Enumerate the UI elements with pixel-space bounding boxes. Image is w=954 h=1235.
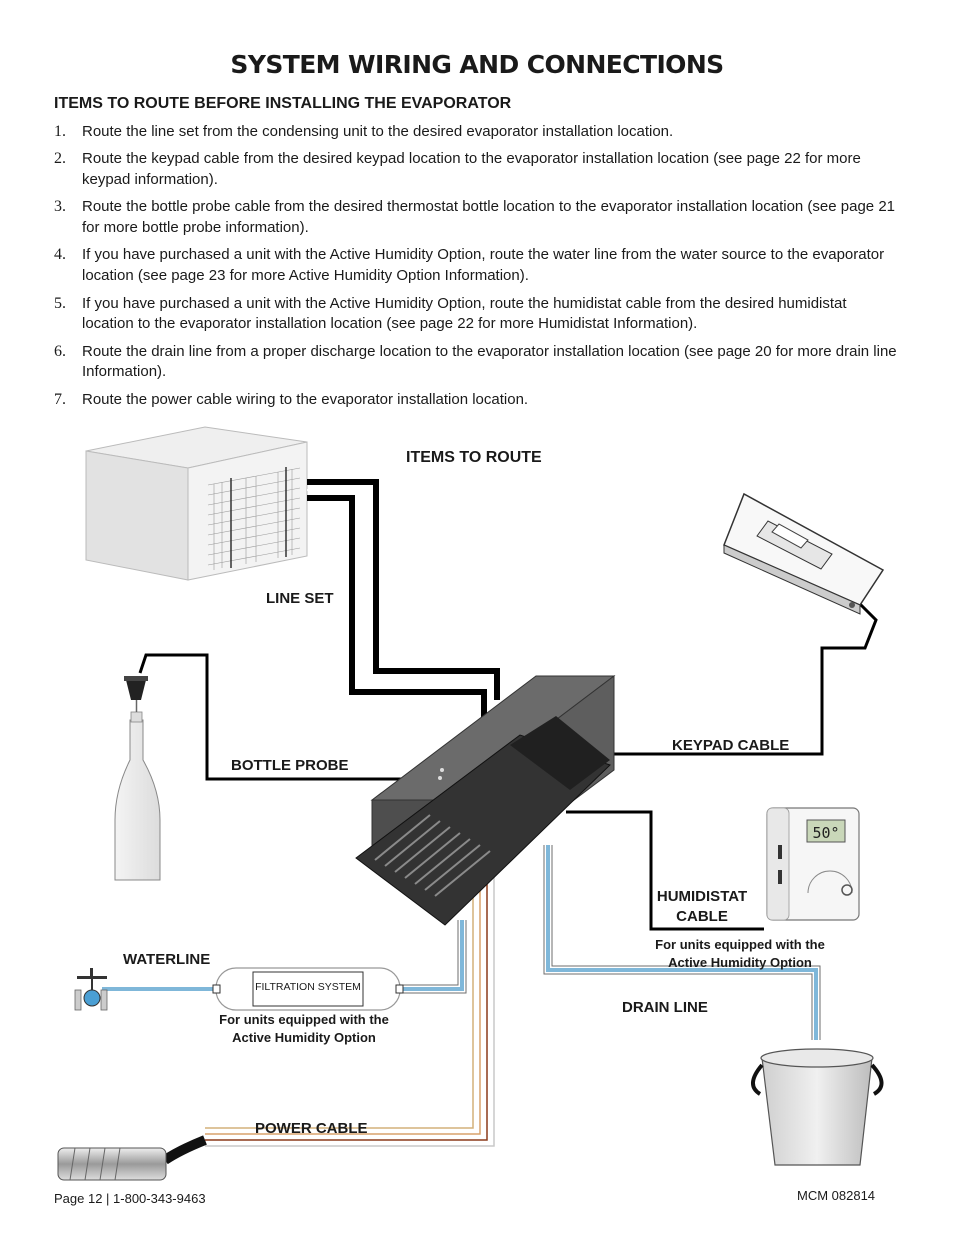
diagram-title: ITEMS TO ROUTE: [406, 449, 542, 466]
list-item: 7. Route the power cable wiring to the ev…: [54, 390, 900, 411]
list-item: 5. If you have purchased a unit with the …: [54, 294, 900, 336]
humidity-note-left-line2: Active Humidity Option: [232, 1030, 376, 1045]
power-cable-label: POWER CABLE: [255, 1120, 368, 1137]
footer-document-code: MCM 082814: [797, 1188, 876, 1203]
step-text: Route the power cable wiring to the evap…: [82, 390, 529, 408]
step-number: 2.: [54, 150, 66, 168]
instruction-list: 1. Route the line set from the condensing…: [54, 122, 900, 417]
list-item: 1. Route the line set from the condensing…: [54, 122, 900, 143]
humidity-note-right-line2: Active Humidity Option: [668, 955, 812, 970]
humidistat-cable: [566, 810, 764, 931]
drain-line-label: DRAIN LINE: [622, 999, 708, 1016]
step-text: Route the bottle probe cable from the de…: [82, 198, 896, 237]
humidistat-label-line2: CABLE: [676, 908, 728, 925]
step-text: If you have purchased a unit with the Ac…: [82, 246, 885, 285]
condensing-unit: [85, 426, 308, 581]
humidity-note-left-line1: For units equipped with the: [219, 1012, 389, 1027]
wine-bottle: [114, 676, 161, 881]
filtration-label: FILTRATION SYSTEM: [255, 981, 361, 993]
power-cable-wires: [205, 872, 495, 1147]
footer-page-info: Page 12 | 1-800-343-9463: [54, 1191, 206, 1206]
section-heading: ITEMS TO ROUTE BEFORE INSTALLING THE EVA…: [54, 95, 512, 112]
step-text: Route the keypad cable from the desired …: [82, 150, 861, 189]
step-number: 3.: [54, 198, 66, 216]
keypad-cable: [541, 602, 878, 756]
step-text: If you have purchased a unit with the Ac…: [82, 294, 847, 333]
humidistat-label-line1: HUMIDISTAT: [657, 888, 747, 905]
bottle-probe-label: BOTTLE PROBE: [231, 757, 349, 774]
step-text: Route the drain line from a proper disch…: [82, 342, 897, 381]
step-number: 1.: [54, 123, 66, 140]
power-plug: [57, 1135, 207, 1181]
step-number: 7.: [54, 390, 66, 408]
line-set: [307, 479, 500, 720]
waterline-label: WATERLINE: [123, 951, 210, 968]
step-number: 6.: [54, 342, 66, 360]
bottle-probe-cable: [138, 653, 418, 781]
humidity-note-right-line1: For units equipped with the: [655, 937, 825, 952]
page-title: SYSTEM WIRING AND CONNECTIONS: [230, 50, 724, 79]
drain-bucket: [751, 1048, 884, 1166]
list-item: 3. Route the bottle probe cable from the …: [54, 197, 900, 239]
humidistat-display: 50°: [812, 824, 839, 842]
line-set-label: LINE SET: [266, 590, 334, 607]
keypad: [723, 492, 885, 615]
list-item: 6. Route the drain line from a proper dis…: [54, 342, 900, 384]
step-number: 4.: [54, 246, 66, 264]
step-text: Route the line set from the condensing u…: [82, 123, 674, 140]
step-number: 5.: [54, 294, 66, 312]
evaporator-unit: [355, 674, 616, 926]
water-line: [102, 845, 818, 1040]
humidistat: 50°: [766, 807, 860, 921]
faucet: [74, 968, 108, 1011]
list-item: 2. Route the keypad cable from the desire…: [54, 149, 900, 191]
filtration-system: FILTRATION SYSTEM: [212, 967, 404, 1011]
list-item: 4. If you have purchased a unit with the …: [54, 245, 900, 287]
keypad-cable-label: KEYPAD CABLE: [672, 737, 789, 754]
